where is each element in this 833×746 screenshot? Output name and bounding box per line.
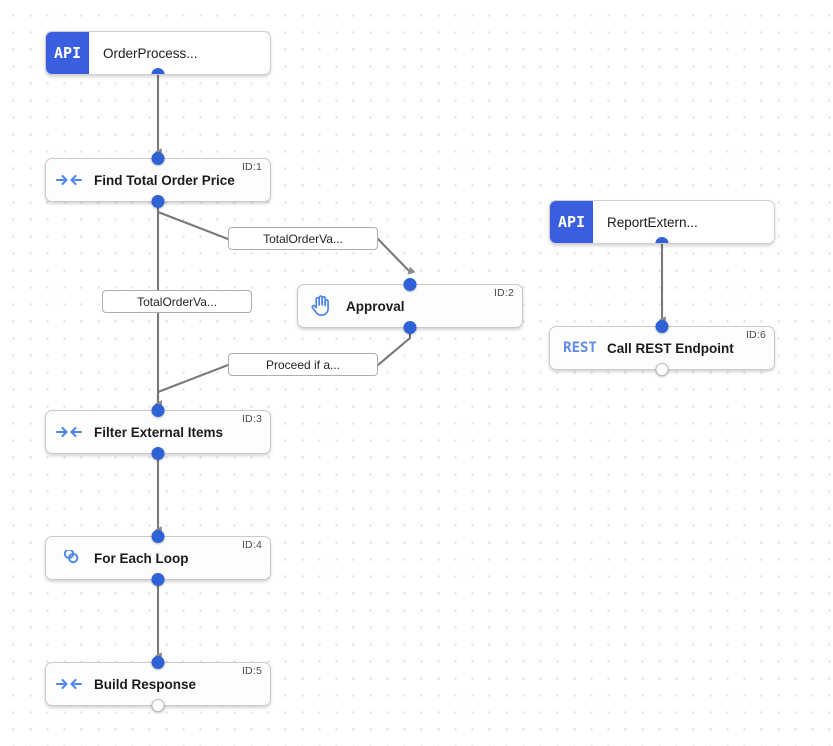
node-input-handle[interactable] bbox=[403, 278, 417, 291]
node-id-label: ID:1 bbox=[241, 161, 262, 173]
node-filter-external-items[interactable]: Filter External Items ID:3 bbox=[45, 404, 271, 460]
node-title: OrderProcess... bbox=[103, 45, 198, 61]
node-output-handle[interactable] bbox=[151, 573, 165, 586]
node-output-handle[interactable] bbox=[151, 195, 165, 208]
node-id-label: ID:5 bbox=[241, 665, 262, 677]
infinity-loop-icon bbox=[46, 550, 92, 566]
transform-arrows-icon bbox=[46, 423, 92, 441]
edge-label-total-order-value-upper[interactable]: TotalOrderVa... bbox=[228, 227, 378, 250]
api-badge-icon: API bbox=[46, 32, 89, 74]
raised-hand-icon bbox=[298, 294, 344, 318]
node-output-handle[interactable] bbox=[151, 699, 165, 712]
node-input-handle[interactable] bbox=[151, 530, 165, 543]
node-order-process[interactable]: API OrderProcess... bbox=[45, 31, 271, 75]
node-title: Find Total Order Price bbox=[94, 172, 235, 188]
transform-arrows-icon bbox=[46, 171, 92, 189]
node-output-handle[interactable] bbox=[403, 321, 417, 334]
node-input-handle[interactable] bbox=[151, 656, 165, 669]
api-badge-icon: API bbox=[550, 201, 593, 243]
transform-arrows-icon bbox=[46, 675, 92, 693]
node-title: ReportExtern... bbox=[607, 214, 698, 230]
node-output-handle[interactable] bbox=[655, 363, 669, 376]
node-output-handle[interactable] bbox=[151, 447, 165, 460]
node-id-label: ID:3 bbox=[241, 413, 262, 425]
node-title: Build Response bbox=[94, 676, 197, 692]
edge-label-total-order-value-lower[interactable]: TotalOrderVa... bbox=[102, 290, 252, 313]
node-for-each-loop[interactable]: For Each Loop ID:4 bbox=[45, 530, 271, 586]
rest-badge-icon: REST bbox=[563, 340, 597, 356]
node-call-rest-endpoint[interactable]: REST Call REST Endpoint ID:6 bbox=[549, 320, 775, 376]
node-report-external[interactable]: API ReportExtern... bbox=[549, 200, 775, 244]
node-id-label: ID:4 bbox=[241, 539, 262, 551]
node-title: Call REST Endpoint bbox=[607, 340, 734, 356]
node-output-handle[interactable] bbox=[655, 237, 669, 243]
node-title: Filter External Items bbox=[94, 424, 224, 440]
edge-label-proceed-if[interactable]: Proceed if a... bbox=[228, 353, 378, 376]
node-input-handle[interactable] bbox=[655, 320, 669, 333]
node-build-response[interactable]: Build Response ID:5 bbox=[45, 656, 271, 712]
node-output-handle[interactable] bbox=[151, 68, 165, 74]
node-id-label: ID:6 bbox=[745, 329, 766, 341]
node-title: For Each Loop bbox=[94, 550, 189, 566]
node-approval[interactable]: Approval ID:2 bbox=[297, 278, 523, 334]
node-input-handle[interactable] bbox=[151, 404, 165, 417]
node-id-label: ID:2 bbox=[493, 287, 514, 299]
node-input-handle[interactable] bbox=[151, 152, 165, 165]
node-find-total-order-price[interactable]: Find Total Order Price ID:1 bbox=[45, 152, 271, 208]
node-title: Approval bbox=[346, 298, 405, 314]
